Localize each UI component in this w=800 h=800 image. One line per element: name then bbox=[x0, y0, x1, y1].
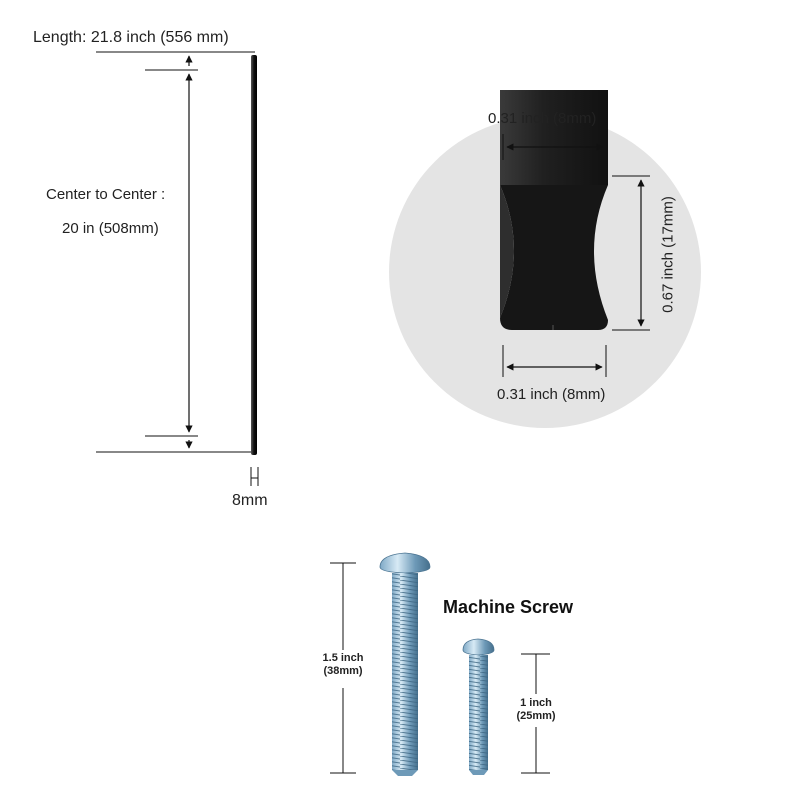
center-to-center-value: 20 in (508mm) bbox=[62, 220, 159, 237]
long-screw-label: 1.5 inch (38mm) bbox=[312, 652, 374, 678]
screws-title: Machine Screw bbox=[443, 597, 574, 617]
detail-dimensions bbox=[502, 134, 650, 377]
short-screw-label: 1 inch (25mm) bbox=[508, 697, 564, 723]
detail-bottom-width-label: 0.31 inch (8mm) bbox=[497, 386, 606, 403]
detail-top-width-label: 0.31 inch (8mm) bbox=[488, 110, 597, 127]
diameter-label: 8mm bbox=[232, 492, 268, 509]
handle-dimensions bbox=[96, 51, 255, 453]
short-screw-label-line1: 1 inch bbox=[520, 697, 552, 709]
short-screw-label-line2: (25mm) bbox=[516, 710, 556, 722]
handle-rod bbox=[251, 55, 257, 455]
handle-end-detail bbox=[500, 90, 608, 330]
center-to-center-label: Center to Center : bbox=[46, 186, 166, 203]
length-label: Length: 21.8 inch (556 mm) bbox=[33, 29, 229, 46]
long-screw-label-line1: 1.5 inch bbox=[322, 652, 364, 664]
long-screw-dimension bbox=[330, 562, 356, 774]
short-screw bbox=[462, 638, 495, 775]
detail-height-label: 0.67 inch (17mm) bbox=[659, 196, 677, 313]
long-screw bbox=[379, 552, 431, 776]
long-screw-label-line2: (38mm) bbox=[323, 665, 363, 677]
short-screw-dimension bbox=[521, 653, 550, 774]
diameter-marker bbox=[250, 467, 259, 486]
